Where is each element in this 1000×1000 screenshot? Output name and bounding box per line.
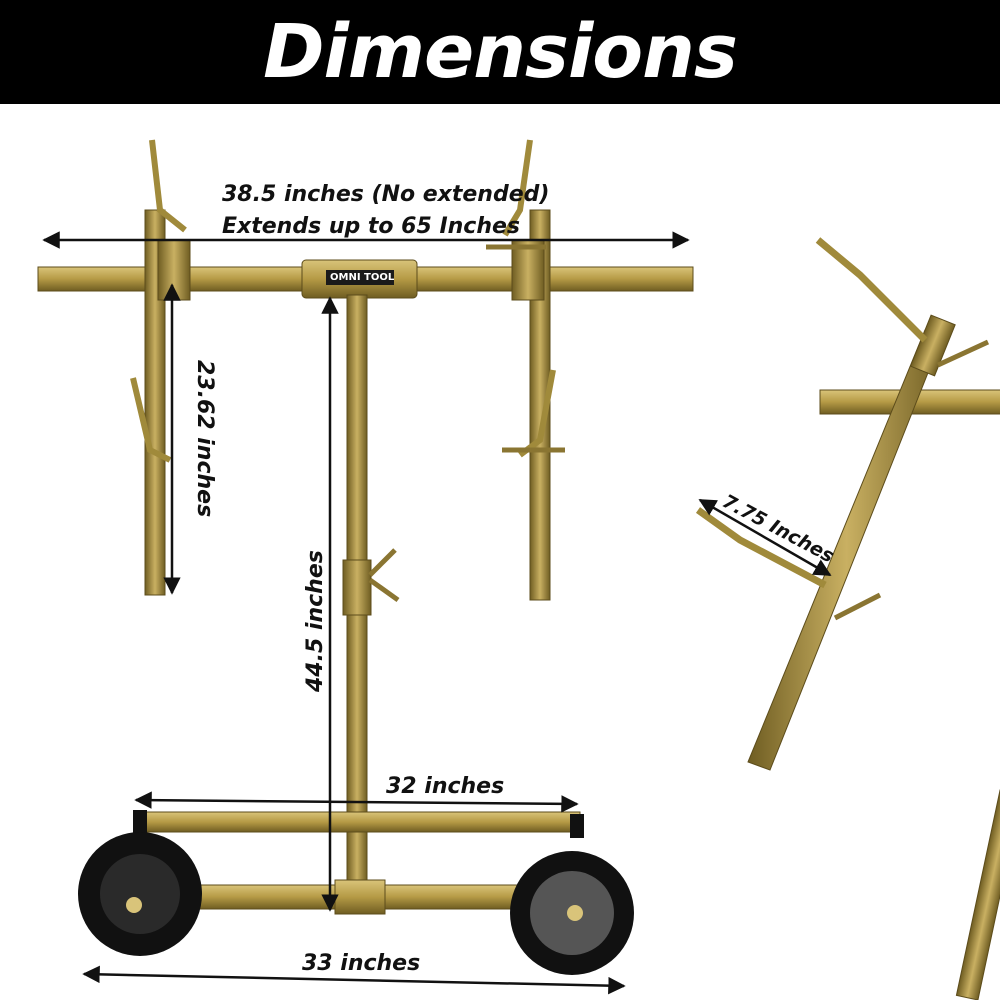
post-wing-nut <box>368 548 400 603</box>
brand-plate <box>326 270 394 285</box>
brand-label: OMNI TOOL <box>330 272 395 283</box>
arm-height-label: 23.62 inches <box>192 360 217 518</box>
lower-base-label: 33 inches <box>302 951 421 976</box>
upper-base-label: 32 inches <box>386 774 505 799</box>
left-arm-clamp <box>157 239 191 301</box>
hook-arrow <box>698 498 832 577</box>
total-height-label: 44.5 inches <box>303 550 328 692</box>
width-label-line2: Extends up to 65 Inches <box>222 214 521 239</box>
right-arm-clamp <box>511 239 545 301</box>
right-arm <box>529 209 551 601</box>
right-top-hook <box>502 139 533 237</box>
hook-detail-view <box>695 237 1000 1000</box>
title-banner: Dimensions <box>0 0 1000 104</box>
product-illustration <box>37 139 1000 1000</box>
detail-hook-top <box>815 237 928 343</box>
upper-base-bar <box>139 811 581 833</box>
left-top-hook <box>149 139 187 233</box>
upper-base-arrow <box>134 791 579 813</box>
left-wheel <box>78 832 202 956</box>
right-wheel <box>510 851 634 975</box>
lower-base-arrow <box>82 965 626 995</box>
page-title: Dimensions <box>263 9 738 95</box>
width-label-line1: 38.5 inches (No extended) <box>222 182 550 207</box>
